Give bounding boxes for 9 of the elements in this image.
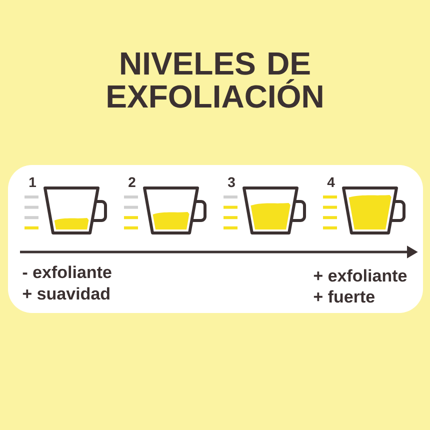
step-number: 3 — [228, 177, 235, 188]
scale-note: + exfoliante — [314, 269, 407, 282]
step-number: 2 — [128, 177, 136, 187]
step-number: 4 — [327, 177, 335, 187]
scale-note: - exfoliante — [22, 266, 112, 278]
scale-note: + fuerte — [314, 290, 374, 303]
title: NIVELES DE EXFOLIACIÓN — [108, 52, 322, 108]
scale-note: + suavidad — [22, 287, 110, 300]
step-number: 1 — [29, 177, 36, 187]
